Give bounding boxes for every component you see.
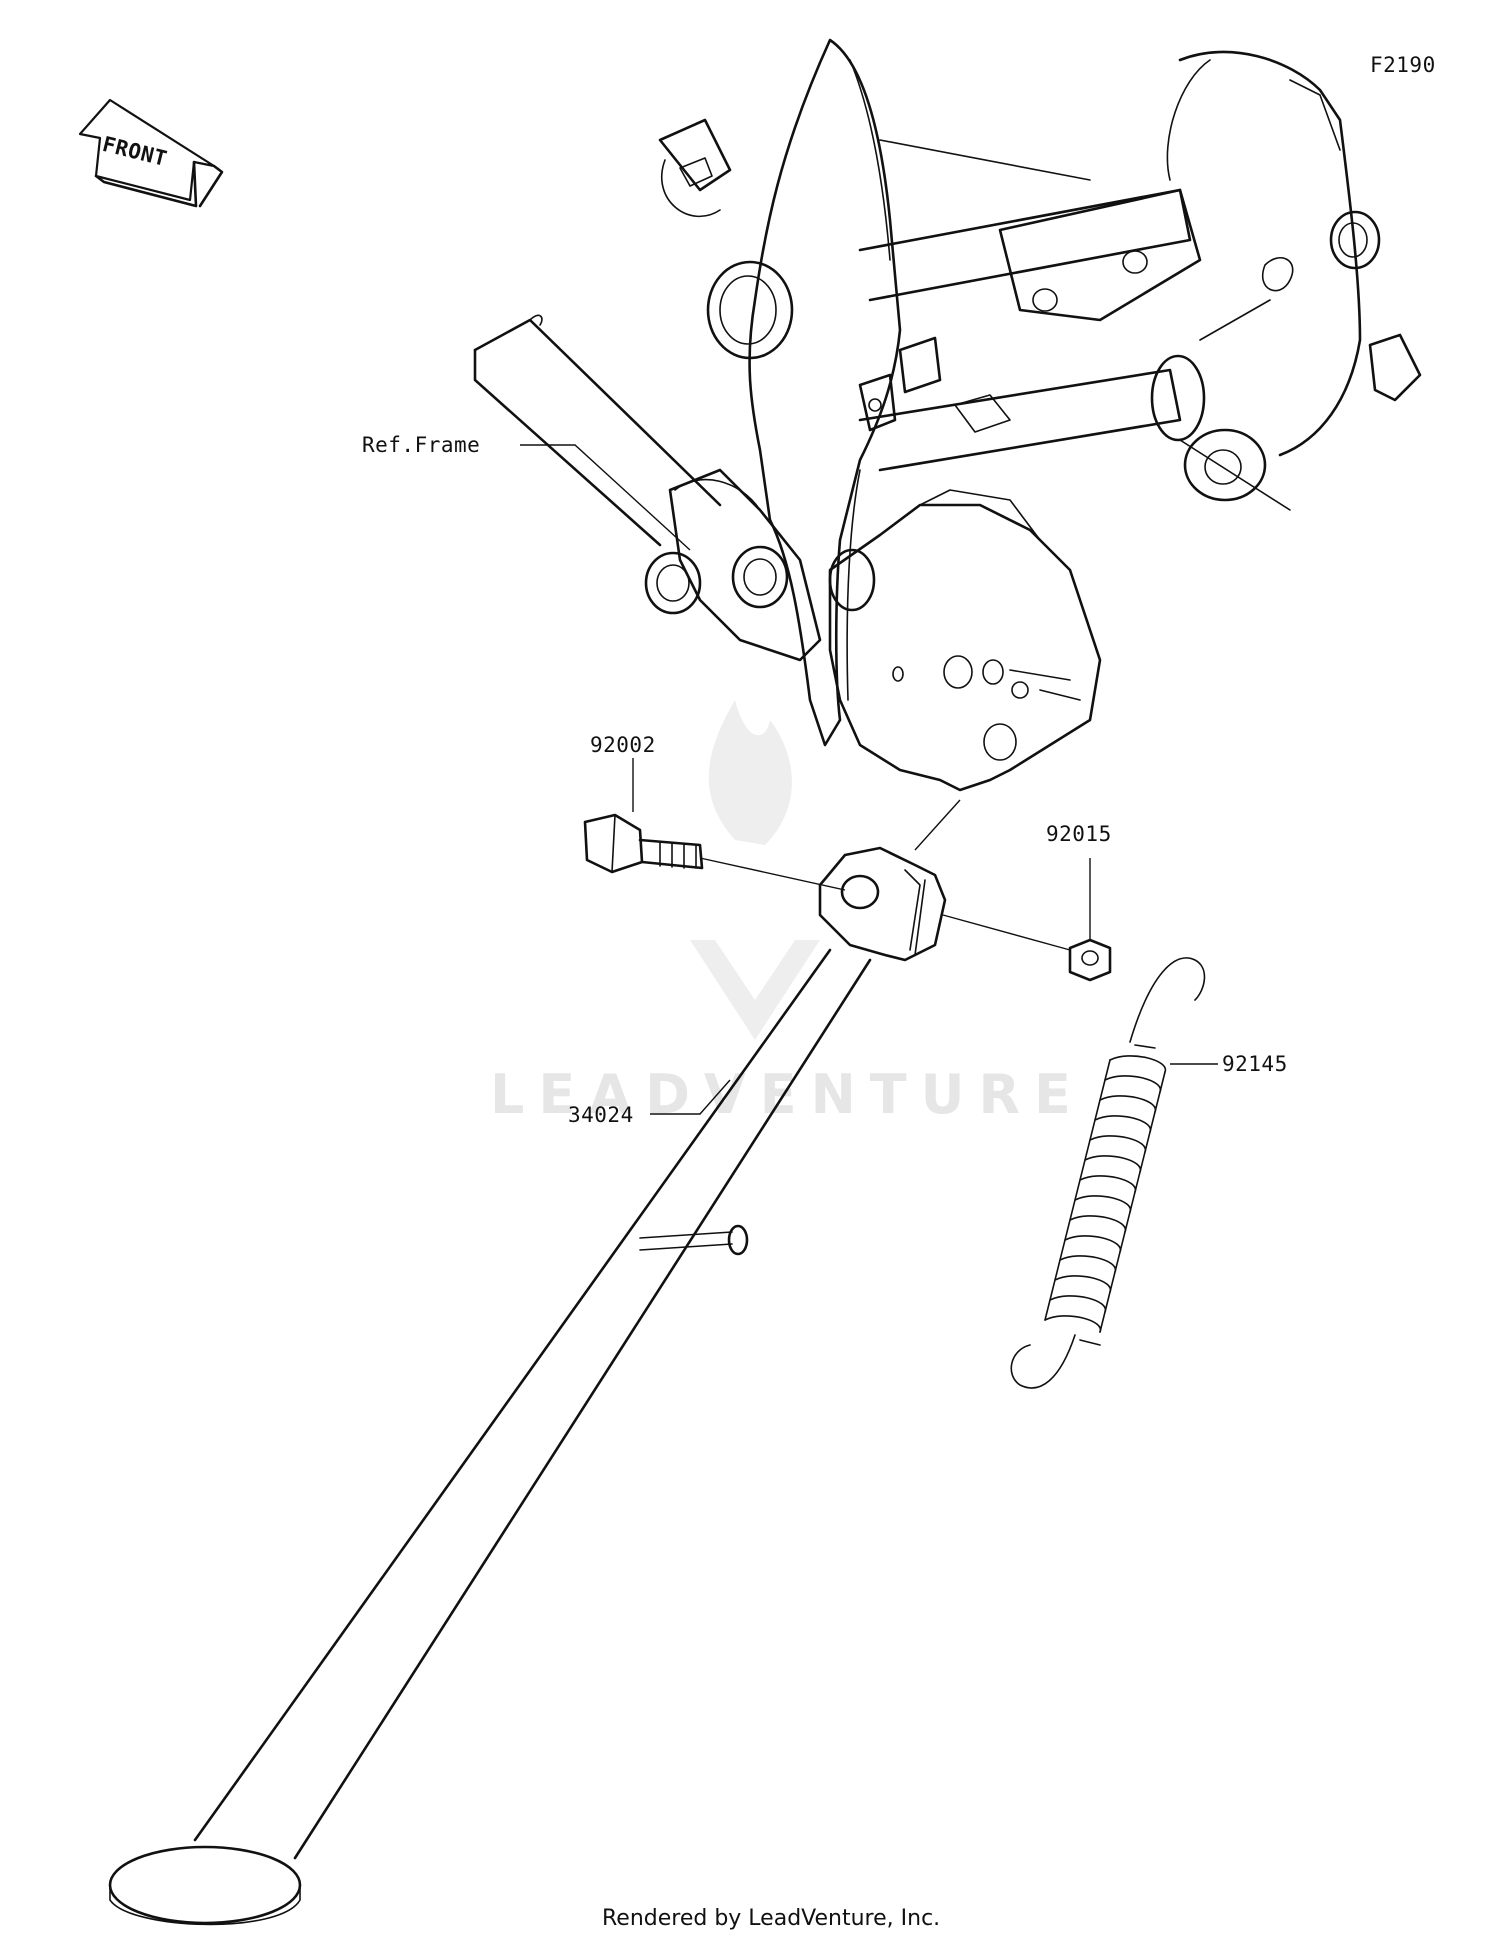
diagram-id: F2190	[1370, 53, 1436, 77]
watermark: LEADVENTURE	[490, 700, 1085, 1126]
bolt-92002	[583, 813, 704, 874]
watermark-flame-logo	[690, 700, 820, 1040]
callout-stand: 34024	[568, 1103, 634, 1127]
stand-bracket-plate	[828, 489, 1102, 792]
callout-ref-frame: Ref.Frame	[362, 433, 480, 457]
front-arrow-icon	[78, 98, 216, 202]
footer-credit: Rendered by LeadVenture, Inc.	[602, 1906, 940, 1931]
frame-drawing	[658, 38, 1422, 747]
callout-bolt: 92002	[590, 733, 656, 757]
spring-92145	[1010, 957, 1206, 1389]
nut-92015	[1068, 938, 1112, 982]
callout-nut: 92015	[1046, 822, 1112, 846]
leader-lines	[520, 444, 1218, 1115]
front-arrow: FRONT	[78, 98, 224, 208]
side-stand-34024	[108, 846, 947, 1926]
watermark-text: LEADVENTURE	[490, 1063, 1085, 1126]
callout-spring: 92145	[1222, 1052, 1288, 1076]
ref-frame-tube	[473, 314, 822, 662]
